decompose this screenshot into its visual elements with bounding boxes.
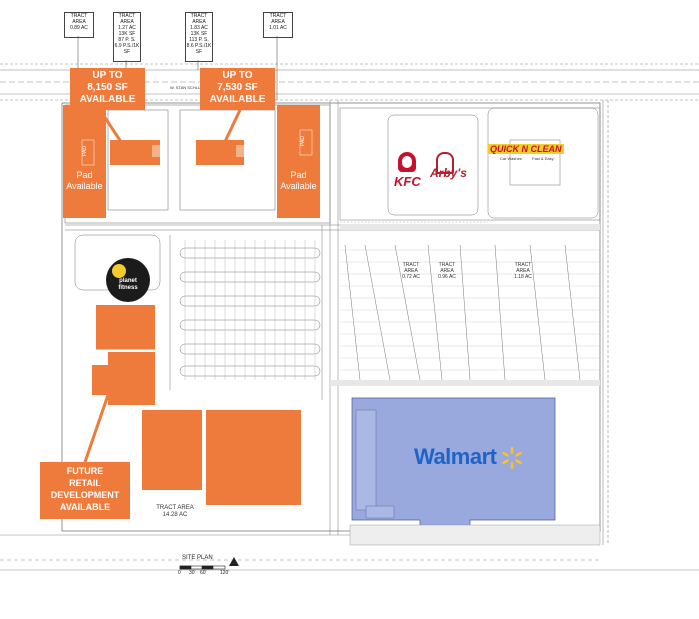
future-retail-block-lower [92, 352, 155, 405]
callout-7530sf-line: UP TO [222, 70, 253, 81]
tract-box-2-line: 6.9 P.S./1K [114, 43, 140, 49]
tract-box-3-line: 1.83 AC [190, 25, 208, 31]
parking-stalls-right [340, 249, 600, 371]
walmart-spark-icon [502, 447, 522, 469]
pad-left-label: Pad Available [63, 170, 106, 192]
quick-n-clean-tag2: Fast & Easy [532, 156, 554, 161]
tract-mid-3-line: AREA [516, 268, 530, 274]
parking-rows-left [74, 225, 323, 400]
kfc-logo: KFC [394, 152, 421, 194]
pad-right-area [277, 105, 320, 218]
tract-mid-2: TRACT AREA 0.96 AC [432, 262, 462, 280]
north-arrow-icon [229, 557, 239, 566]
callout-8150sf-line: UP TO [92, 70, 123, 81]
scale-bar [179, 565, 226, 570]
scale-60: 60' [200, 570, 207, 576]
callout-8150sf-line: AVAILABLE [79, 94, 136, 105]
quick-n-clean-logo: QUICK N CLEAN [488, 144, 564, 154]
right-top-block [339, 107, 601, 221]
scale-0: 0 [178, 570, 181, 576]
tract-mid-1: TRACT AREA 0.72 AC [396, 262, 426, 280]
tract-bottom-line: TRACT AREA [156, 505, 194, 511]
pad-left-area [63, 105, 106, 218]
tract-box-2-line: SF [123, 49, 131, 55]
callout-8150sf: UP TO 8,150 SF AVAILABLE [70, 68, 145, 110]
tract-box-4-line: TRACT [269, 13, 287, 19]
tract-bottom-line: 14.28 AC [162, 512, 188, 518]
right-block-dashed [340, 219, 600, 223]
future-retail-block-a [142, 410, 202, 490]
tract-box-3: TRACT AREA 1.83 AC 13K SF 113 P. S. 8.6 … [185, 12, 213, 62]
building-left-small [110, 140, 160, 165]
pad-right-line: Pad [290, 170, 307, 180]
arbys-hat-icon [436, 152, 454, 174]
tract-mid-2-line: 0.96 AC [438, 274, 456, 280]
parking-rows-right [344, 244, 581, 381]
tract-box-2-line: TRACT [118, 13, 136, 19]
pad-left-line: Pad [76, 170, 93, 180]
parking-stalls-left [184, 240, 316, 380]
tract-mid-2-line: TRACT [438, 262, 456, 268]
arbys-logo: Arby's [430, 152, 470, 188]
tract-box-4-line: AREA [271, 19, 285, 25]
tract-box-4-line: 1.01 AC [269, 25, 287, 31]
planet-fitness-logo: planet fitness [106, 258, 150, 302]
callout-future-retail: FUTURE RETAIL DEVELOPMENT AVAILABLE [40, 462, 130, 519]
pad-left-tag: PAD [81, 146, 88, 156]
tract-box-3-line: AREA [192, 19, 206, 25]
property-boundary [61, 102, 601, 532]
tract-box-1: TRACT AREA 0.89 AC [64, 12, 94, 38]
tract-box-1-line: TRACT [70, 13, 88, 19]
planet-fitness-figure-icon [112, 264, 126, 278]
pad-right-line: Available [280, 181, 317, 191]
tract-bottom: TRACT AREA 14.28 AC [150, 505, 200, 519]
tract-box-2-line: 13K SF [118, 31, 136, 37]
future-line: RETAIL [69, 478, 101, 488]
tract-box-1-line: 0.89 AC [70, 25, 88, 31]
future-line: DEVELOPMENT [50, 490, 120, 500]
tract-box-2-line: 87 P. S. [118, 37, 136, 43]
scale-30: 30' [189, 570, 196, 576]
callout-7530sf-line: 7,530 SF [217, 82, 258, 93]
tract-box-3-line: TRACT [190, 13, 208, 19]
scale-120: 120' [220, 570, 230, 576]
pad-right-label: Pad Available [277, 170, 320, 192]
tract-box-4: TRACT AREA 1.01 AC [263, 12, 293, 38]
callout-7530sf-line: AVAILABLE [209, 94, 266, 105]
arbys-logo-text: Arby's [430, 166, 467, 180]
callout-8150sf-line: 8,150 SF [87, 82, 128, 93]
future-retail-block-upper [96, 305, 155, 350]
tract-mid-3-line: TRACT [514, 262, 532, 268]
tract-mid-1-line: 0.72 AC [402, 274, 420, 280]
tract-box-3-line: 113 P. S. [189, 37, 209, 43]
future-retail-block-b [206, 410, 301, 505]
walmart-logo: Walmart [414, 444, 497, 469]
kfc-logo-text: KFC [394, 174, 421, 189]
tract-box-3-line: SF [195, 49, 203, 55]
site-plan-title: SITE PLAN [182, 555, 213, 561]
future-line: AVAILABLE [59, 502, 111, 512]
callout-pointers [83, 109, 242, 463]
tract-box-1-line: AREA [72, 19, 86, 25]
tract-box-3-line: 13K SF [190, 31, 208, 37]
tract-mid-2-line: AREA [440, 268, 454, 274]
tract-box-2: TRACT AREA 1.27 AC 13K SF 87 P. S. 6.9 P… [113, 12, 141, 62]
tract-mid-3: TRACT AREA 1.18 AC [508, 262, 538, 280]
tract-box-2-line: AREA [120, 19, 134, 25]
future-line: FUTURE [66, 466, 104, 476]
pad-right-tag: PAD [299, 136, 306, 146]
tract-box-2-line: 1.27 AC [118, 25, 136, 31]
quick-n-clean-tag: Car Washes [500, 156, 522, 161]
planet-fitness-text: planet fitness [118, 278, 138, 291]
tract-mid-1-line: AREA [404, 268, 418, 274]
tract-box-3-line: 8.6 P.S./1K [186, 43, 212, 49]
tract-mid-3-line: 1.18 AC [514, 274, 532, 280]
kfc-face-icon [402, 156, 412, 168]
road-lines-right [602, 100, 609, 545]
pad-left-line: Available [66, 181, 103, 191]
callout-7530sf: UP TO 7,530 SF AVAILABLE [200, 68, 275, 110]
tract-mid-1-line: TRACT [402, 262, 420, 268]
